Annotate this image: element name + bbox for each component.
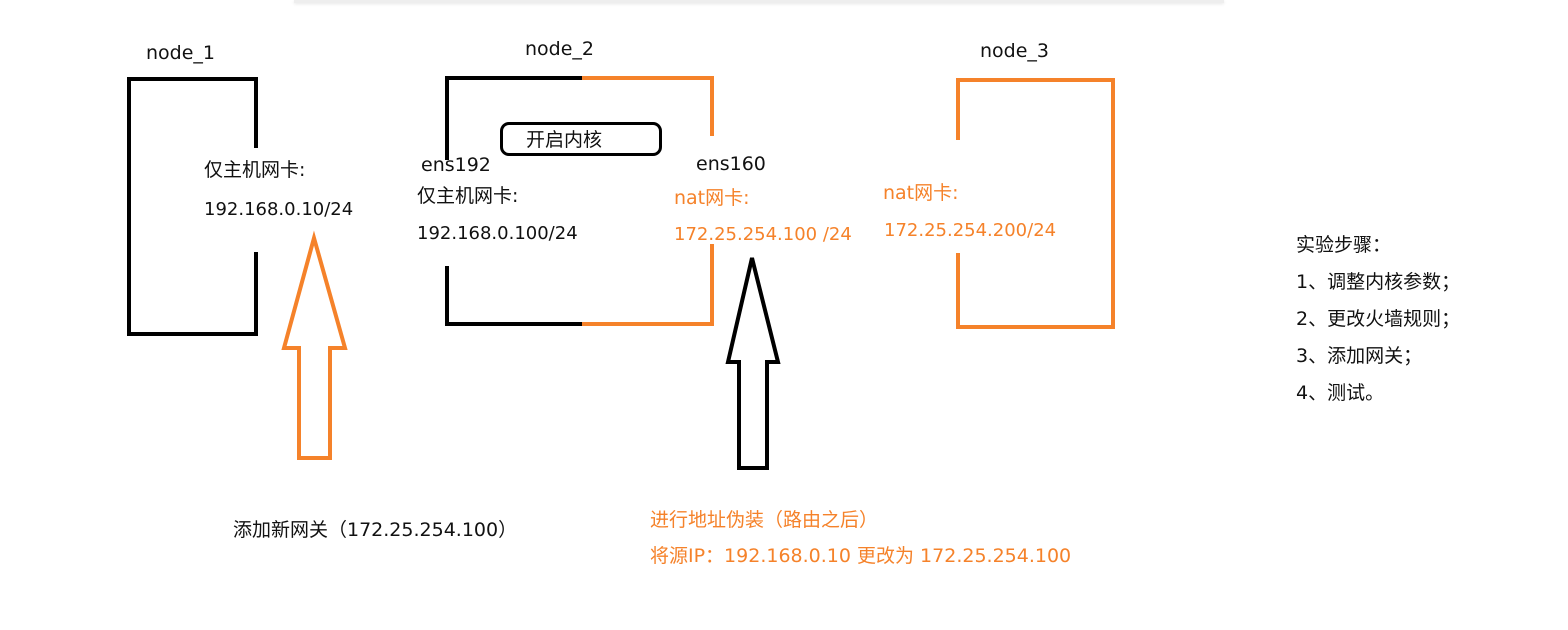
- experiment-steps: 实验步骤： 1、调整内核参数； 2、更改火墙规则； 3、添加网关； 4、测试。: [1296, 236, 1536, 421]
- ens192-label: ens192: [421, 154, 491, 176]
- node1-box: [127, 77, 258, 336]
- ens160-label: ens160: [696, 153, 766, 175]
- node2-left-ip: 192.168.0.100/24: [417, 223, 578, 244]
- node1-title: node_1: [146, 42, 216, 64]
- step-item: 1、调整内核参数；: [1296, 271, 1461, 293]
- node3-ip: 172.25.254.200/24: [884, 220, 1057, 241]
- step-item: 3、添加网关；: [1296, 345, 1423, 367]
- step-item: 2、更改火墙规则；: [1296, 308, 1461, 330]
- steps-title: 实验步骤：: [1296, 234, 1392, 256]
- masquerade-up-arrow: [725, 257, 781, 470]
- node3-title: node_3: [980, 40, 1050, 62]
- node2-title: node_2: [525, 38, 595, 60]
- node2-right-ip: 172.25.254.100 /24: [674, 224, 852, 245]
- node2-box-right: [582, 76, 714, 326]
- node3-box: [956, 78, 1115, 329]
- node2-box-left: [445, 76, 582, 326]
- gateway-up-arrow: [281, 230, 348, 460]
- node2-right-nic-label: nat网卡:: [674, 187, 750, 209]
- step-item: 4、测试。: [1296, 382, 1385, 404]
- node1-nic-label: 仅主机网卡:: [204, 159, 306, 181]
- gateway-annotation: 添加新网关（172.25.254.100）: [233, 519, 518, 541]
- kernel-enable-box: 开启内核: [500, 122, 662, 156]
- node1-ip: 192.168.0.10/24: [204, 199, 354, 220]
- node2-left-nic-label: 仅主机网卡:: [417, 185, 519, 207]
- top-bar: [294, 0, 1224, 3]
- masquerade-annotation-line1: 进行地址伪装（路由之后）: [650, 509, 879, 531]
- kernel-enable-label: 开启内核: [526, 129, 603, 151]
- node3-nic-label: nat网卡:: [883, 182, 959, 204]
- masquerade-annotation-line2: 将源IP：192.168.0.10 更改为 172.25.254.100: [650, 545, 1072, 567]
